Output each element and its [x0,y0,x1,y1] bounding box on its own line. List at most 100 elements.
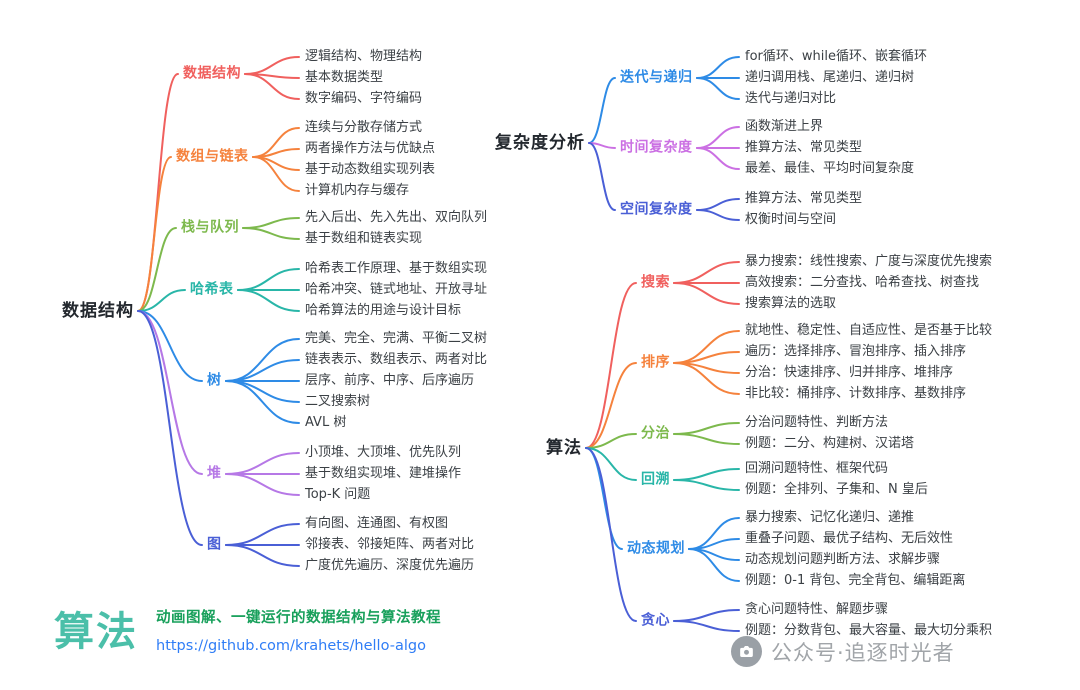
mindmap-link-line [137,310,203,382]
mindmap-link-line [673,609,740,622]
mindmap-link-line [225,359,300,382]
leaf-node: 函数渐进上界 [745,119,824,135]
leaf-node: 就地性、稳定性、自适应性、是否基于比较 [745,323,993,339]
branch-node: 堆 [207,465,222,482]
mindmap-link-line [673,422,740,435]
mindmap-link-line [588,77,616,144]
branch-node: 哈希表 [190,281,234,298]
leaf-node: 链表表示、数组表示、两者对比 [305,352,488,368]
mindmap-link-line [237,289,300,312]
leaf-node: 广度优先遍历、深度优先遍历 [305,558,475,574]
leaf-node: 先入后出、先入先出、双向队列 [305,210,488,226]
branch-node: 搜索 [641,274,670,291]
leaf-node: 二叉搜索树 [305,394,371,410]
leaf-node: 哈希算法的用途与设计目标 [305,303,462,319]
mindmap-root-complexity: 复杂度分析 [495,132,585,153]
mindmap-link-line [696,56,740,79]
branch-node: 栈与队列 [181,219,239,236]
leaf-node: 基于数组和链表实现 [305,231,423,247]
leaf-node: 基于动态数组实现列表 [305,162,436,178]
mindmap-link-line [137,310,203,475]
leaf-node: 例题：分数背包、最大容量、最大切分乘积 [745,623,993,639]
leaf-node: 逻辑结构、物理结构 [305,49,423,65]
leaf-node: 分治：快速排序、归并排序、堆排序 [745,365,954,381]
mindmap-link-line [244,73,300,100]
mindmap-root-data-structures: 数据结构 [62,300,134,321]
branch-node: 分治 [641,425,670,442]
mindmap-link-line [696,147,740,170]
leaf-node: 例题：0-1 背包、完全背包、编辑距离 [745,573,966,589]
leaf-node: AVL 树 [305,415,347,431]
mindmap-link-line [585,447,623,550]
leaf-node: 暴力搜索：线性搜索、广度与深度优先搜索 [745,254,993,270]
mindmap-link-line [696,209,740,221]
mindmap-link-line [696,126,740,149]
branch-node: 回溯 [641,471,670,488]
leaf-node: 基于数组实现堆、建堆操作 [305,466,462,482]
branch-node: 贪心 [641,612,670,629]
mindmap-link-line [696,77,740,100]
mindmap-link-line [225,380,300,424]
leaf-node: 动态规划问题判断方法、求解步骤 [745,552,941,568]
mindmap-link-line [673,479,740,491]
leaf-node: Top-K 问题 [305,487,371,503]
leaf-node: 遍历：选择排序、冒泡排序、插入排序 [745,344,967,360]
branch-node: 树 [207,372,222,389]
leaf-node: 计算机内存与缓存 [305,183,410,199]
mindmap-link-line [244,56,300,75]
hello-algo-logo: 算法 [54,609,138,655]
leaf-node: 高效搜索：二分查找、哈希查找、树查找 [745,275,980,291]
mindmap-link-line [673,261,740,284]
branch-node: 数组与链表 [176,148,249,165]
mindmap-link-line [585,447,637,481]
leaf-node: 例题：全排列、子集和、N 皇后 [745,482,928,498]
watermark: 公众号·追逐时光者 [731,636,955,667]
leaf-node: 邻接表、邻接矩阵、两者对比 [305,537,475,553]
leaf-node: 分治问题特性、判断方法 [745,415,889,431]
mindmap-link-line [137,310,203,546]
leaf-node: 哈希冲突、链式地址、开放寻址 [305,282,488,298]
mindmap-link-line [585,447,637,622]
mindmap-link-line [242,217,300,229]
leaf-node: 有向图、连通图、有权图 [305,516,449,532]
branch-node: 动态规划 [627,540,685,557]
leaf-node: 例题：二分、构建树、汉诺塔 [745,436,915,452]
leaf-node: 递归调用栈、尾递归、递归树 [745,70,915,86]
mindmap-link-line [696,198,740,211]
leaf-node: 数字编码、字符编码 [305,91,423,107]
leaf-node: 重叠子问题、最优子结构、无后效性 [745,531,954,547]
leaf-node: 贪心问题特性、解题步骤 [745,602,889,618]
watermark-text: 公众号·追逐时光者 [771,640,955,665]
branch-node: 图 [207,536,222,553]
leaf-node: 搜索算法的选取 [745,296,837,312]
leaf-node: 最差、最佳、平均时间复杂度 [745,161,915,177]
mindmap-link-line [673,433,740,445]
branch-node: 排序 [641,354,670,371]
mindmap-link-line [225,473,300,496]
branch-node: 时间复杂度 [620,139,693,156]
leaf-node: 完美、完全、完满、平衡二叉树 [305,331,488,347]
github-repo-link[interactable]: https://github.com/krahets/hello-algo [156,638,426,654]
mindmap-link-line [588,142,616,211]
mindmap-link-line [688,548,740,582]
branch-node: 空间复杂度 [620,201,693,218]
branch-node: 迭代与递归 [620,69,693,86]
mindmap-link-line [225,544,300,567]
leaf-node: 两者操作方法与优缺点 [305,141,436,157]
leaf-node: for循环、while循环、嵌套循环 [745,49,927,65]
leaf-node: 层序、前序、中序、后序遍历 [305,373,475,389]
mindmap-link-line [673,282,740,305]
mindmap-link-line [673,620,740,632]
mindmap-link-line [252,148,300,158]
mindmap-link-line [137,227,177,312]
branch-node: 数据结构 [183,65,241,82]
leaf-node: 哈希表工作原理、基于数组实现 [305,261,488,277]
mindmap-link-line [585,362,637,449]
mindmap-link-line [252,156,300,192]
mindmap-link-line [585,282,637,449]
leaf-node: 权衡时间与空间 [745,212,837,228]
leaf-node: 基本数据类型 [305,70,384,86]
